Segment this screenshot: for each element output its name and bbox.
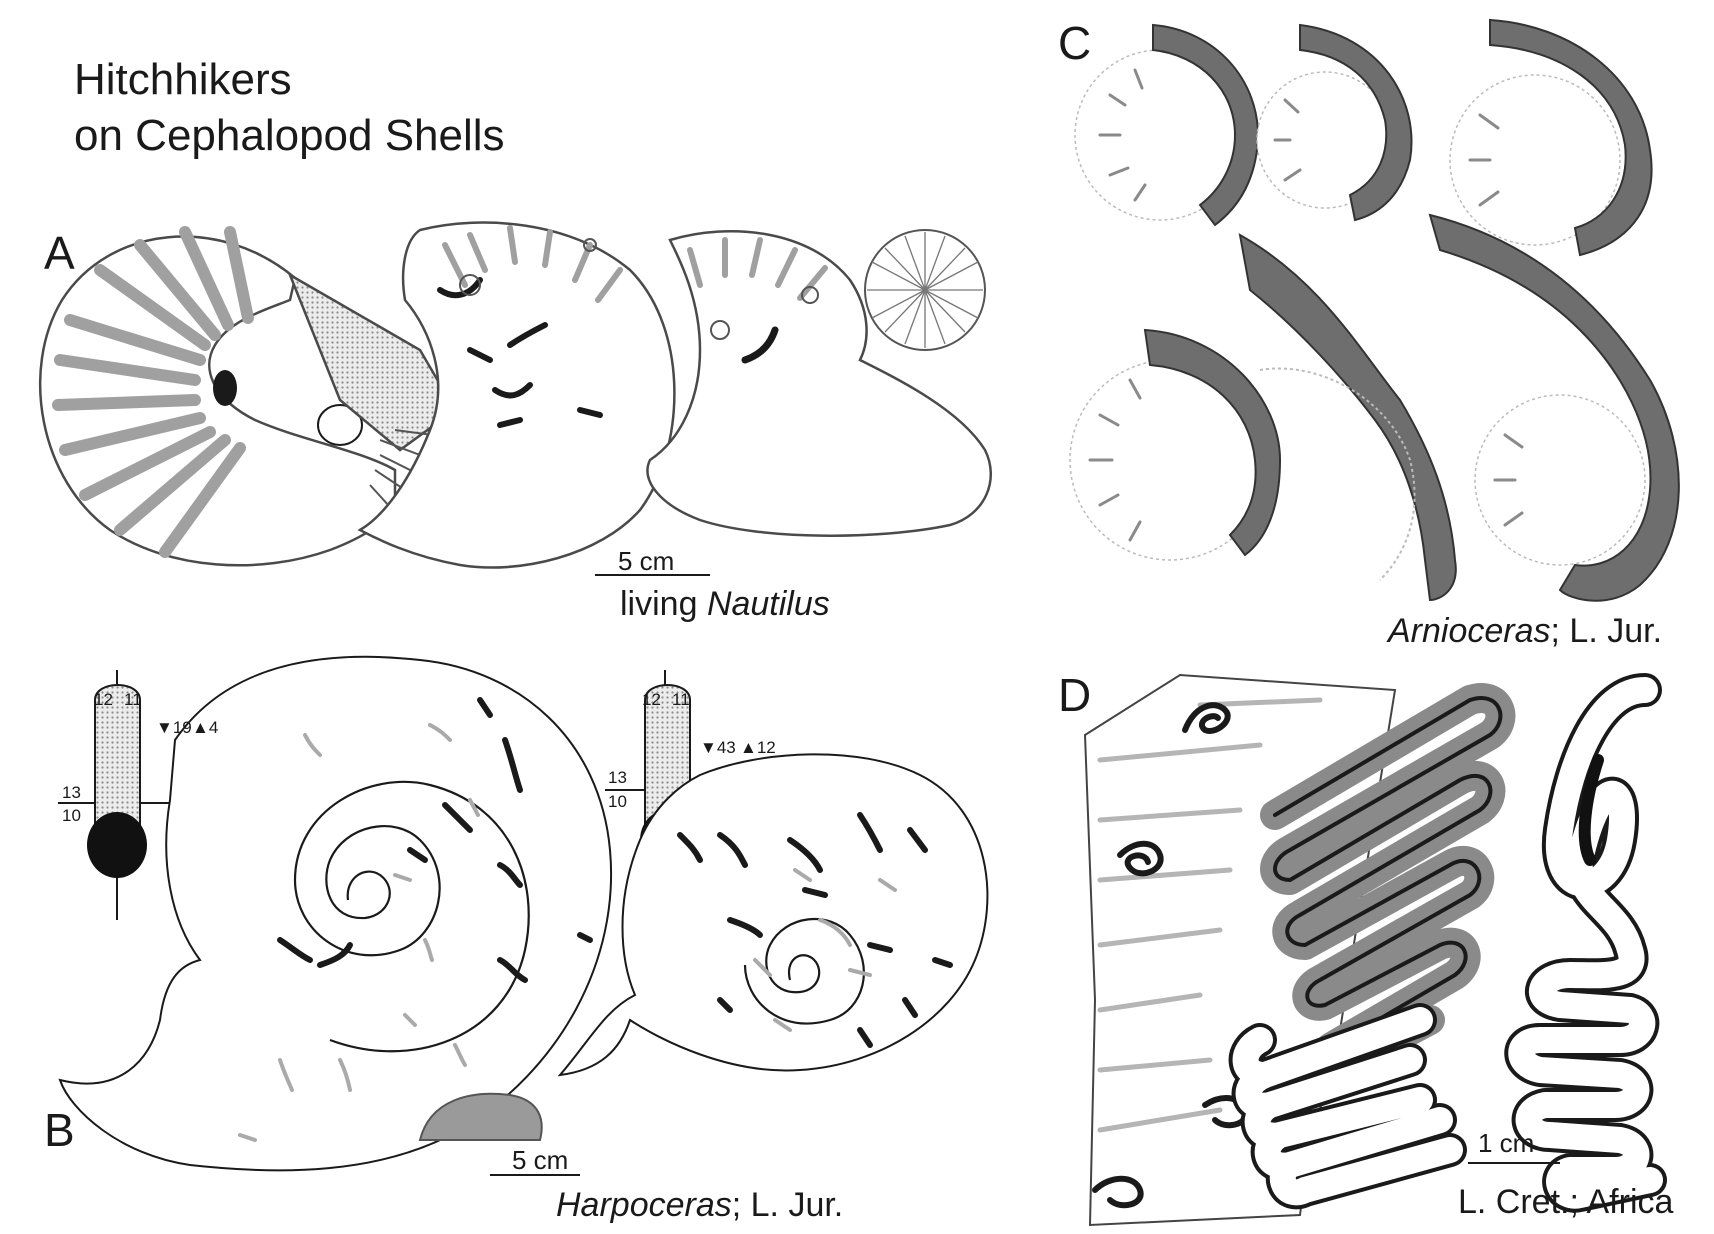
- section1-count-up: ▲4: [192, 718, 219, 737]
- panel-d-trace-fossil-drawing: [1083, 673, 1667, 1227]
- panel-d-scale-label: 1 cm: [1478, 1128, 1535, 1158]
- section2-mid-bottom: 10: [608, 792, 627, 811]
- figure-title: Hitchhikers on Cephalopod Shells: [74, 52, 505, 164]
- arnioceras-top-middle: [1256, 23, 1413, 222]
- harpoceras-shell-left: [58, 655, 613, 1172]
- panel-label-b: B: [44, 1104, 75, 1156]
- panel-c-caption-genus: Arnioceras: [1388, 612, 1551, 650]
- nautilus-shell-right: [646, 229, 993, 537]
- arnioceras-bottom-right: [1428, 213, 1680, 602]
- section2-count-down: ▼43: [700, 738, 736, 757]
- panel-a-scale-label: 5 cm: [618, 546, 675, 576]
- panel-b-caption-genus: Harpoceras: [556, 1186, 732, 1224]
- arnioceras-top-right: [1449, 18, 1653, 257]
- panel-b-caption-suffix: ; L. Jur.: [731, 1186, 844, 1224]
- section2-mid-top: 13: [608, 768, 627, 787]
- panel-a-caption-prefix: living: [620, 585, 707, 623]
- panel-a-caption: living Nautilus: [620, 585, 830, 624]
- panel-b-scale-label: 5 cm: [512, 1145, 569, 1175]
- panel-label-a: A: [44, 227, 75, 279]
- panel-b-harpoceras-drawing: [58, 655, 989, 1172]
- section2-count-up: ▲12: [740, 738, 776, 757]
- harpoceras-shell-right: [557, 753, 989, 1077]
- section1-count-down: ▼19: [156, 718, 192, 737]
- section1-mid-bottom: 10: [62, 806, 81, 825]
- panel-label-d: D: [1058, 669, 1092, 721]
- panel-d-caption: L. Cret.; Africa: [1458, 1183, 1674, 1221]
- panel-c-arnioceras-drawing: [1069, 18, 1680, 602]
- panel-c-caption: Arnioceras; L. Jur.: [1388, 612, 1662, 651]
- panel-c-caption-suffix: ; L. Jur.: [1550, 612, 1663, 650]
- panel-a-caption-genus: Nautilus: [706, 585, 830, 623]
- section1-mid-top: 13: [62, 783, 81, 802]
- whorl-section-1: [58, 670, 170, 920]
- section1-top-right: 11: [124, 690, 142, 709]
- section1-top-left: 12: [94, 690, 113, 709]
- panel-a-nautilus-drawing: [38, 221, 993, 569]
- title-line-1: Hitchhikers: [74, 55, 292, 104]
- nautilus-shell-middle: [357, 221, 676, 569]
- title-line-2: on Cephalopod Shells: [74, 111, 505, 160]
- section2-top-right: 11: [672, 690, 690, 709]
- panel-b-caption: Harpoceras; L. Jur.: [556, 1186, 843, 1225]
- arnioceras-bottom-middle: [1238, 233, 1457, 602]
- section2-top-left: 12: [642, 690, 661, 709]
- panel-label-c: C: [1058, 17, 1092, 69]
- arnioceras-top-left: [1074, 23, 1260, 227]
- arnioceras-bottom-left: [1069, 328, 1282, 561]
